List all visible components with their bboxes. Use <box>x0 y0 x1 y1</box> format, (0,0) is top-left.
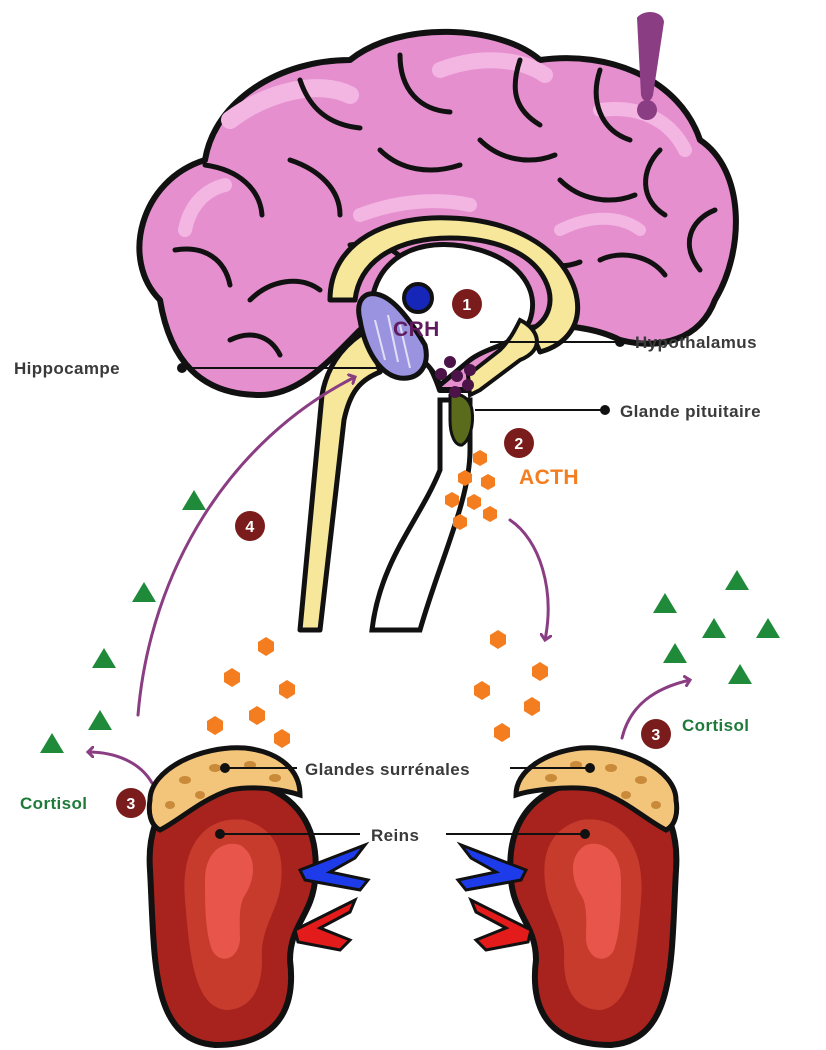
svg-text:3: 3 <box>126 796 135 813</box>
step-badge-3-right: 3 <box>641 719 671 749</box>
label-cortisol-right: Cortisol <box>682 716 749 735</box>
step-badge-2: 2 <box>504 428 534 458</box>
pituitary-gland <box>450 394 473 445</box>
left-kidney <box>149 748 368 1045</box>
step-badge-4: 4 <box>235 511 265 541</box>
label-hippocampe: Hippocampe <box>14 359 120 378</box>
svg-text:4: 4 <box>245 519 254 536</box>
label-cortisol-left: Cortisol <box>20 794 87 813</box>
arrow-acth-to-adrenals <box>510 520 548 640</box>
label-crh: CRH <box>393 318 440 341</box>
arrow-cortisol-left <box>88 752 152 783</box>
label-hypothalamus: Hypothalamus <box>635 333 757 352</box>
svg-text:2: 2 <box>514 436 523 453</box>
label-glande-pituitaire: Glande pituitaire <box>620 402 761 421</box>
hypothalamus-nucleus <box>404 284 432 312</box>
svg-text:1: 1 <box>462 297 471 314</box>
label-acth: ACTH <box>519 466 579 489</box>
label-glandes-surrenales: Glandes surrénales <box>305 760 470 779</box>
right-kidney <box>458 748 677 1045</box>
svg-text:3: 3 <box>651 727 660 744</box>
step-badge-1: 1 <box>452 289 482 319</box>
label-reins: Reins <box>371 826 419 845</box>
step-badge-3-left: 3 <box>116 788 146 818</box>
